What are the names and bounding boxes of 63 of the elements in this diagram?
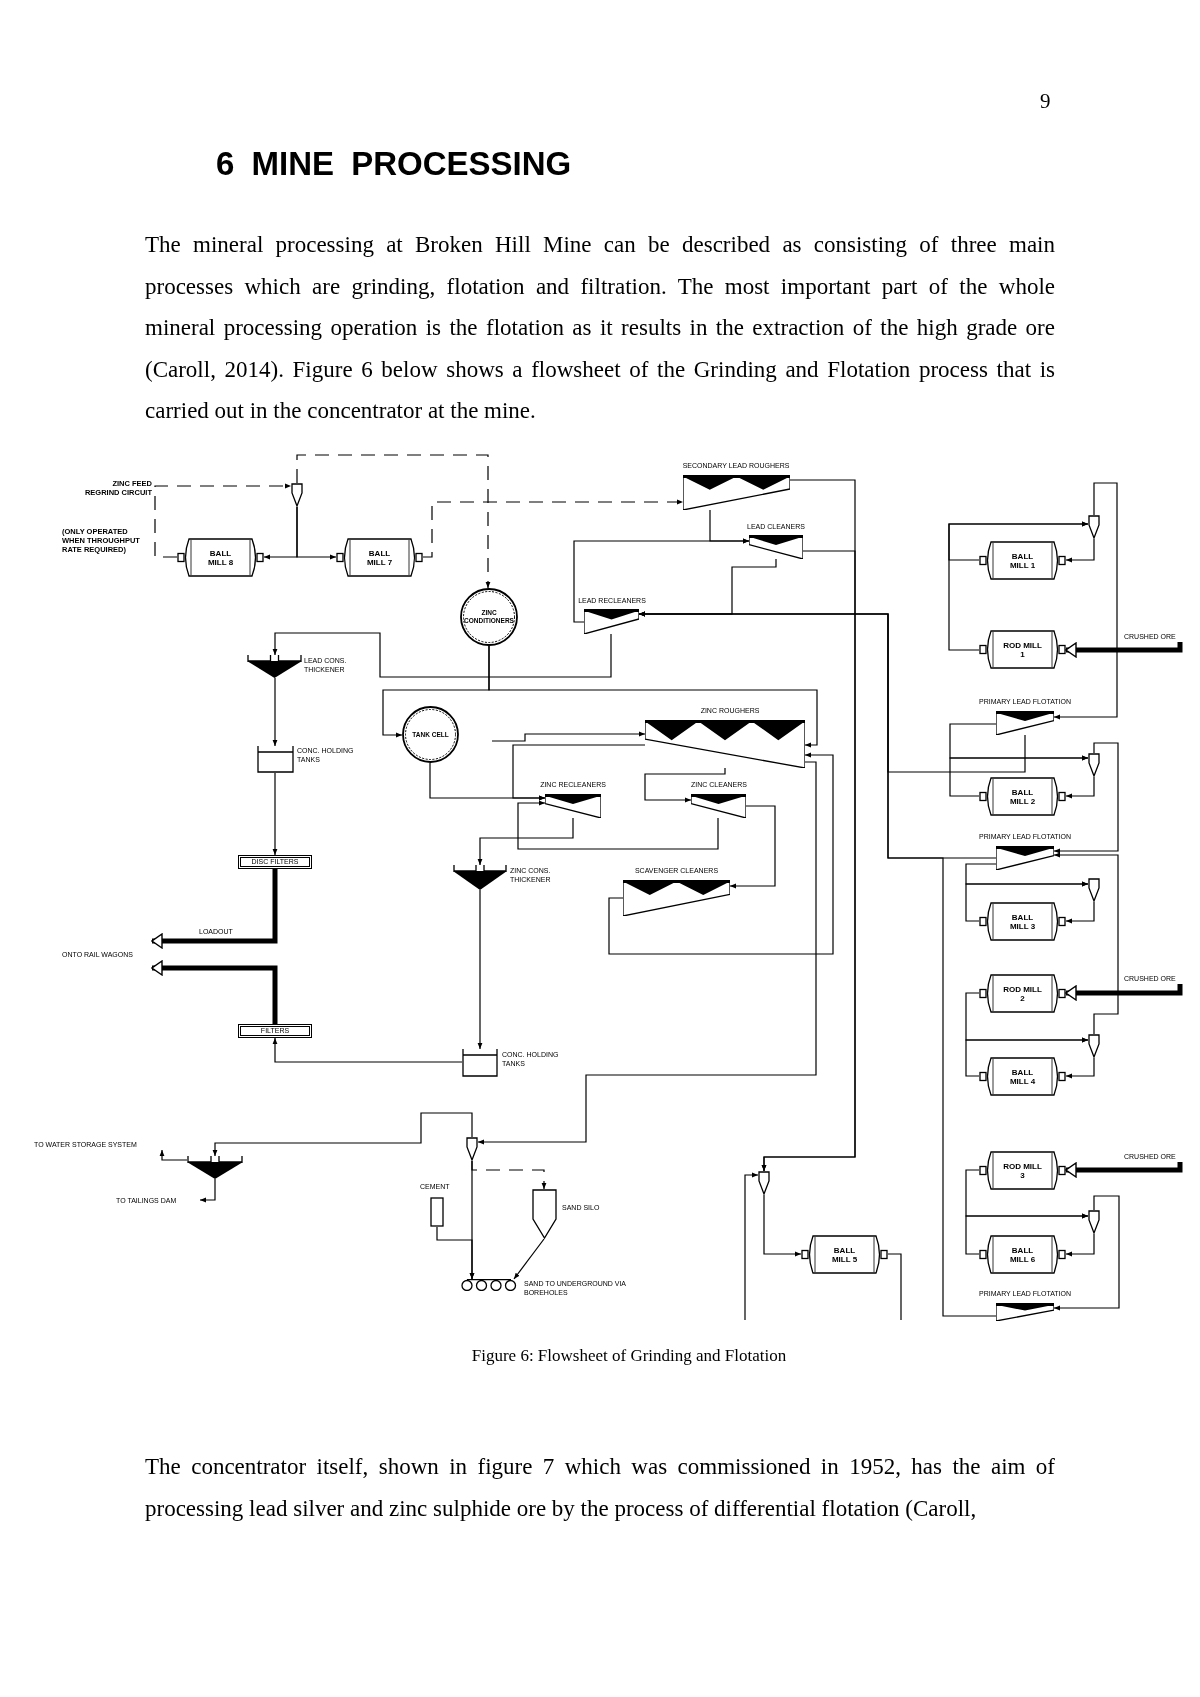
flow-arrow: [296, 454, 491, 589]
flow-arrow: [965, 1037, 1089, 1077]
transfer-arrow: [1065, 984, 1183, 1001]
equipment-label: ROD MILL 1: [1002, 640, 1043, 659]
flow-arrow: [573, 538, 750, 623]
flow-arrow: [763, 1194, 802, 1257]
equipment-label: BALL MILL 4: [1008, 1067, 1037, 1086]
flow-arrow: [422, 499, 684, 558]
transfer-arrow: [1065, 1162, 1183, 1178]
flow-arrow: [965, 1213, 1089, 1255]
flow-arrow: [517, 800, 719, 850]
equipment-label: BALL MILL 7: [365, 548, 394, 567]
flow-arrow: [477, 761, 817, 1145]
flow-arrow: [436, 1226, 475, 1280]
flow-arrow: [1065, 1057, 1095, 1079]
flow-arrow: [199, 1178, 216, 1203]
flow-arrow: [513, 1238, 545, 1280]
equipment-label: BALL MILL 5: [830, 1245, 859, 1264]
body-paragraph: The concentrator itself, shown in figure 7 which was commissioned in 1952, has the aim of processing lead silver and zinc sulphide ore by the process of differential flotation (Caroll,: [145, 1453, 1055, 1523]
flow-arrow: [1053, 742, 1119, 854]
body-paragraph: The mineral processing at Broken Hill Mine can be described as consisting of three main processes which are grinding, flotation and filtration. The most important part of the whole mineral processing operation is the flotation as it results in the extraction of the high grade ore (Caroll, 2014). Figure 6 below shows a flowsheet of the Grinding and Flotation process that is carried out in the concentrator at the mine.: [145, 231, 1055, 426]
flow-arrow: [744, 1172, 759, 1321]
flow-arrow: [154, 483, 292, 558]
flow-arrow: [212, 1112, 473, 1157]
flow-arrow: [477, 889, 483, 1050]
equipment-label: BALL MILL 3: [1008, 912, 1037, 931]
equipment-label: ROD MILL 3: [1002, 1161, 1043, 1180]
transfer-arrow: [151, 869, 278, 949]
flow-arrow: [1053, 852, 1119, 1035]
equipment-label: BALL MILL 6: [1008, 1245, 1037, 1264]
transfer-arrow: [1065, 642, 1183, 658]
transfer-arrow: [151, 960, 278, 1024]
equipment-label: BALL MILL 2: [1008, 787, 1037, 806]
flow-arrow: [949, 755, 1089, 797]
equipment-label: BALL MILL 1: [1008, 551, 1037, 570]
flow-arrow: [272, 677, 278, 747]
section-heading: 6 MINE PROCESSING: [216, 144, 572, 184]
flow-arrow: [948, 521, 1089, 561]
flow-arrow: [512, 744, 646, 801]
equipment-label: BALL MILL 8: [206, 548, 235, 567]
flow-arrow: [477, 817, 574, 866]
flow-arrow: [644, 767, 726, 803]
equipment-label: ROD MILL 2: [1002, 984, 1043, 1003]
flow-arrow: [1053, 482, 1118, 720]
flow-arrow: [1065, 901, 1095, 924]
flow-arrow: [729, 805, 776, 889]
flow-arrow: [296, 506, 337, 560]
flow-arrow: [159, 1149, 188, 1161]
flow-arrow: [272, 772, 278, 856]
flow-arrow: [488, 645, 818, 748]
flow-arrow: [1053, 1195, 1120, 1311]
flow-arrow: [965, 881, 1089, 922]
flow-arrow: [1065, 1233, 1095, 1257]
page-number: 9: [1040, 88, 1051, 115]
flow-arrow: [272, 632, 612, 678]
figure-caption: Figure 6: Flowsheet of Grinding and Flotation: [471, 1345, 787, 1367]
flow-arrow: [1065, 538, 1095, 563]
flow-arrow: [491, 731, 646, 742]
flow-arrow: [1065, 776, 1095, 799]
pipe-line: [887, 1253, 902, 1321]
flow-arrow: [272, 1037, 463, 1063]
flow-arrow: [608, 752, 834, 955]
flow-arrow: [638, 611, 997, 1317]
